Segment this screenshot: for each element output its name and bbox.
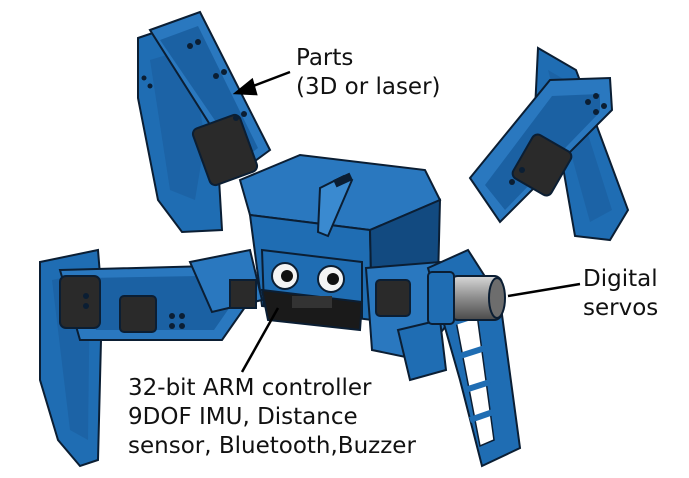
label-controller-line2: 9DOF IMU, Distance [128, 404, 358, 430]
front-right-leg [364, 248, 522, 468]
label-servos-line1: Digital [583, 266, 658, 292]
label-servos-line2: servos [583, 295, 659, 321]
mounting-holes [141, 39, 247, 121]
label-parts-line2: (3D or laser) [296, 74, 441, 100]
robot-body [238, 153, 442, 332]
label-controller-line1: 32-bit ARM controller [128, 375, 372, 401]
label-digital-servos: Digital servos [583, 265, 658, 323]
callout-arrows [232, 70, 581, 373]
label-controller-line3: sensor, Bluetooth,Buzzer [128, 433, 416, 459]
back-right-leg [468, 46, 630, 242]
label-controller: 32-bit ARM controller 9DOF IMU, Distance… [128, 374, 416, 461]
digital-servo [427, 271, 506, 325]
front-left-leg [39, 248, 264, 468]
label-parts-line1: Parts [296, 45, 354, 71]
back-left-leg [137, 10, 272, 234]
label-parts: Parts (3D or laser) [296, 44, 441, 102]
distance-sensor-eyes [271, 262, 345, 293]
